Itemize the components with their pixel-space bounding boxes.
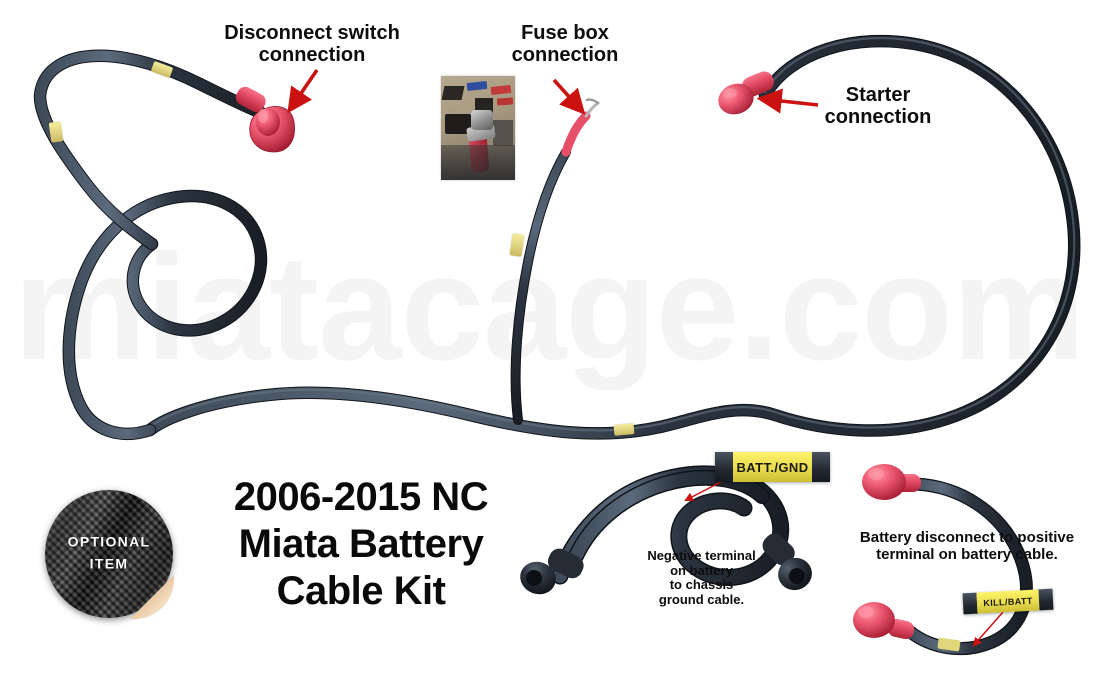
- sticker-carbon-face: [45, 490, 173, 618]
- terminal-boot-negative-left: [520, 548, 584, 595]
- tag-cap-right: [1038, 588, 1054, 611]
- callout-fuse-box: Fuse box connection: [511, 22, 619, 67]
- fuse-box-photo-inset: [441, 76, 515, 180]
- tag-cap-left: [962, 592, 978, 615]
- main-positive-cable: [33, 34, 1081, 440]
- tag-label-batt-gnd: BATT./GND: [733, 452, 812, 482]
- callout-negative-terminal: Negative terminal on battery to chassis …: [647, 548, 756, 607]
- product-title: 2006-2015 NC Miata Battery Cable Kit: [233, 475, 489, 613]
- tag-cap-left: [715, 452, 733, 482]
- tag-label-kill-batt: KILL/BATT: [976, 589, 1040, 614]
- callout-disconnect-switch: Disconnect switch connection: [224, 22, 400, 67]
- cable-tag-top-left-b: [48, 121, 64, 143]
- sticker-label: OPTIONAL ITEM: [67, 533, 151, 572]
- terminal-boot-disconnect-bottom: [853, 602, 915, 640]
- optional-item-sticker: OPTIONAL ITEM: [45, 490, 174, 619]
- terminal-pigtail-fuse-box: [561, 98, 600, 157]
- tag-cap-right: [812, 452, 830, 482]
- callout-battery-disconnect: Battery disconnect to positive terminal …: [859, 529, 1075, 563]
- callout-starter: Starter connection: [824, 84, 932, 129]
- terminal-boot-disconnect-top: [862, 464, 921, 500]
- terminal-boot-disconnect-switch: [235, 86, 295, 153]
- zoom-tag-batt-gnd: BATT./GND: [715, 452, 830, 482]
- cable-tag-bottom-run: [613, 423, 635, 436]
- terminal-boot-negative-right: [762, 533, 812, 591]
